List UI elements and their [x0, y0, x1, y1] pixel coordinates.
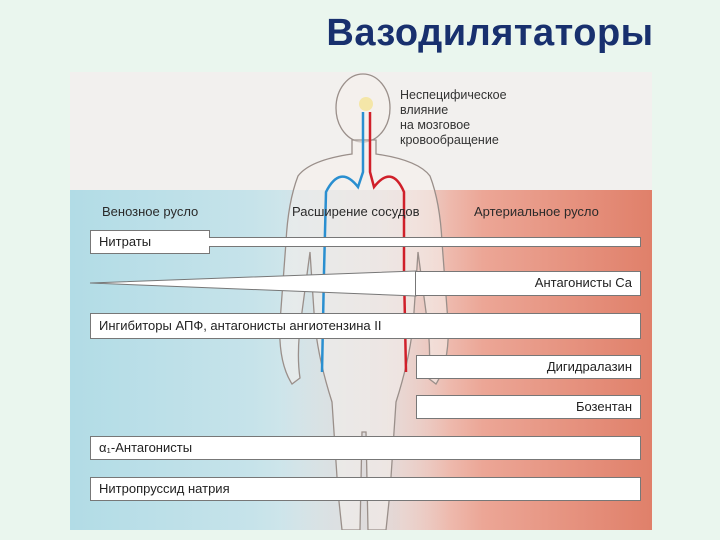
ca-wedge-shape	[89, 270, 417, 297]
center-label: Расширение сосудов	[292, 204, 420, 219]
bar-dihydralazine: Дигидралазин	[416, 355, 641, 379]
slide-title: Вазодилятаторы	[326, 12, 654, 54]
brain-spot	[359, 97, 373, 111]
note-line: Неспецифическое	[400, 88, 507, 102]
bar-nitroprusside: Нитропруссид натрия	[90, 477, 641, 501]
vein-line	[320, 112, 365, 373]
note-line: влияние	[400, 103, 449, 117]
bar-bosentan: Бозентан	[416, 395, 641, 419]
venous-label: Венозное русло	[102, 204, 199, 219]
ca-wedge	[89, 270, 417, 297]
note-line: кровообращение	[400, 133, 499, 147]
note-line: на мозговое	[400, 118, 471, 132]
cerebral-note: Неспецифическое влияние на мозговое кров…	[400, 88, 560, 148]
artery-line	[368, 112, 408, 373]
vasodilator-diagram: Неспецифическое влияние на мозговое кров…	[70, 72, 652, 530]
bar-nitrates-tail	[209, 237, 641, 247]
bar-nitrates: Нитраты	[90, 230, 210, 254]
bar-alpha1: α₁-Антагонисты	[90, 436, 641, 460]
bar-ace-inhibitors: Ингибиторы АПФ, антагонисты ангиотензина…	[90, 313, 641, 339]
bar-ca-antagonists: Антагонисты Са	[415, 271, 641, 296]
arterial-label: Артериальное русло	[474, 204, 599, 219]
